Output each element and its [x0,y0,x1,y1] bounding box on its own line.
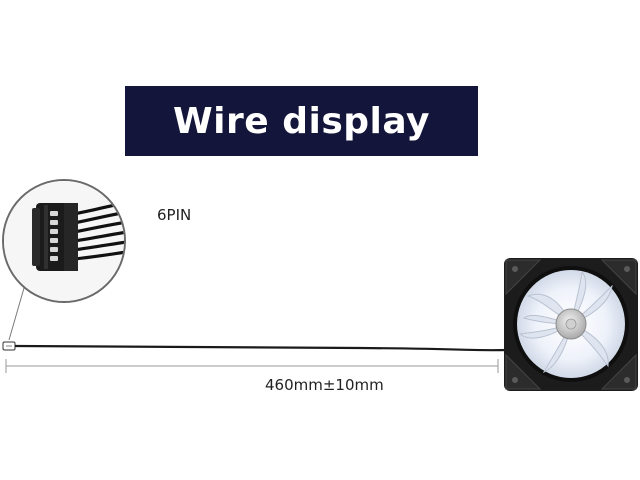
title-banner: Wire display [125,86,478,156]
cable-end-connector-icon [2,341,16,351]
cable-icon [14,344,509,352]
magnifier-pointer [8,287,25,341]
rgb-case-fan-icon [504,258,638,391]
connector-pin-label: 6PIN [157,206,192,224]
connector-closeup-icon [2,179,126,303]
dimension-line-icon [5,359,499,373]
cable-length-label: 460mm±10mm [265,376,384,394]
title-text: Wire display [172,100,431,142]
